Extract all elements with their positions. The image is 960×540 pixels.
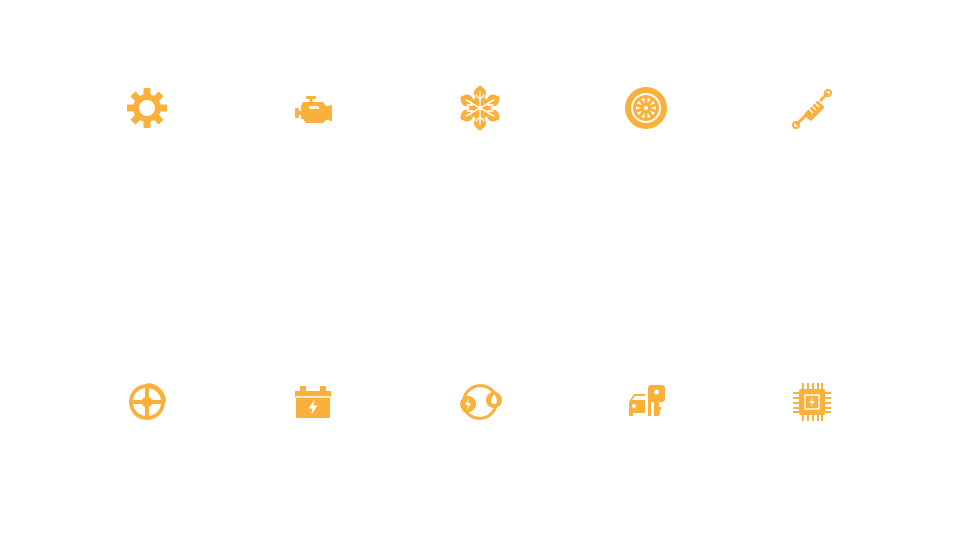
- wheel-icon: [624, 86, 668, 130]
- car-key-icon: [624, 380, 668, 424]
- chip-icon: [790, 380, 834, 424]
- engine-icon: [291, 86, 335, 130]
- snowflake-icon: [458, 86, 502, 130]
- electric-fuel-cycle-icon: [458, 380, 502, 424]
- shock-absorber-icon: [790, 86, 834, 130]
- car-battery-icon: [291, 380, 335, 424]
- gear-icon: [125, 86, 169, 130]
- steering-wheel-icon: [125, 380, 169, 424]
